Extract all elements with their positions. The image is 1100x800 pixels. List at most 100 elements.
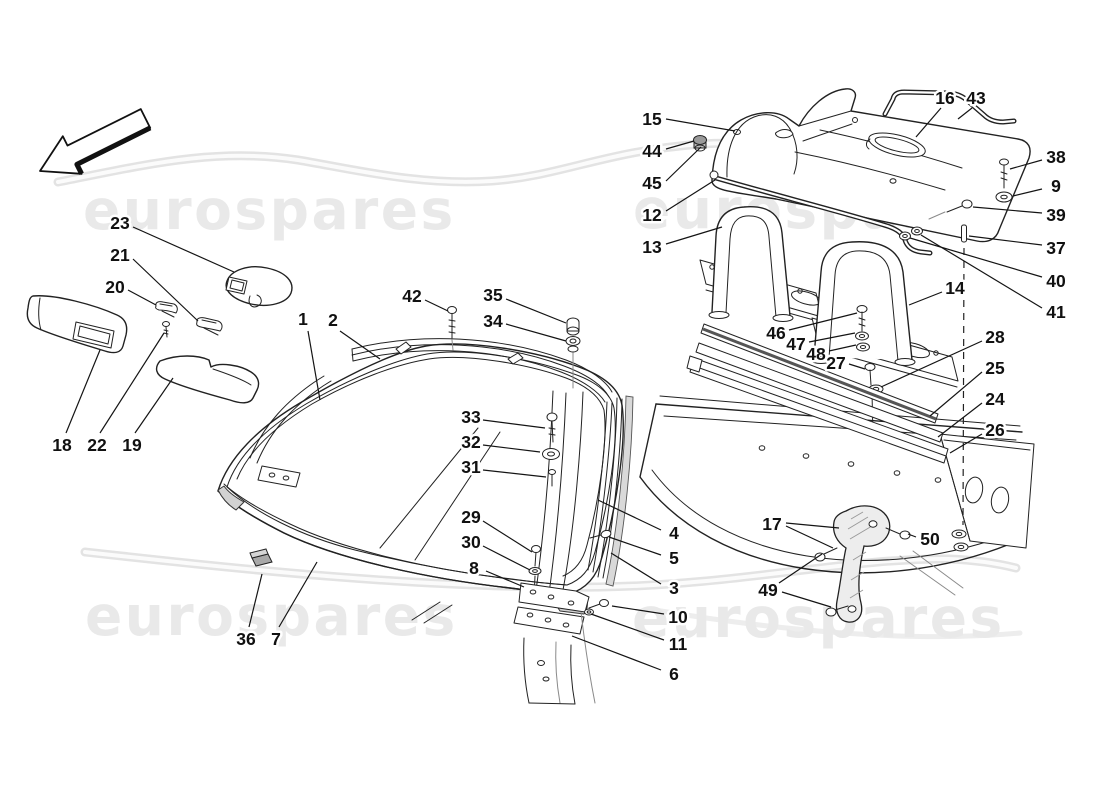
part-number-34: 34: [483, 311, 503, 331]
part-number-11: 11: [669, 634, 688, 654]
grommet-32: [542, 448, 560, 460]
sun-visor-right: [155, 355, 260, 404]
watermark-text: eurospares: [85, 584, 458, 648]
cover-vent-slot: [775, 129, 794, 139]
leader-line-14: [908, 291, 943, 306]
leader-line-8: [485, 570, 525, 588]
corner-cap-left: [217, 485, 245, 511]
leader-line-26: [949, 433, 983, 454]
part-number-44: 44: [642, 141, 662, 161]
leader-line-6: [571, 635, 662, 671]
leader-line-31: [482, 469, 547, 478]
leader-line-38: [1009, 159, 1043, 170]
leader-line-37: [968, 235, 1043, 246]
leader-line-33: [482, 419, 546, 429]
leader-line-18: [65, 349, 101, 434]
part-number-10: 10: [668, 607, 688, 627]
leader-line-39: [972, 206, 1043, 214]
roll-bar-hoop-right: [813, 241, 913, 361]
leader-line-47: [808, 332, 856, 343]
press-stud-44: [693, 135, 707, 152]
part-number-41: 41: [1046, 302, 1066, 322]
part-number-46: 46: [766, 323, 786, 343]
leader-line-45: [665, 146, 702, 182]
screw-10: [588, 599, 609, 609]
part-number-3: 3: [669, 578, 679, 598]
part-number-28: 28: [985, 327, 1005, 347]
part-number-47: 47: [786, 334, 805, 354]
latch-hook: [507, 352, 524, 365]
part-number-31: 31: [461, 457, 481, 477]
pillar-trims: [249, 375, 332, 488]
interior-trim-parts: [26, 266, 293, 404]
rear-view-mirror: [225, 266, 293, 308]
trim-bar-12: [709, 170, 933, 256]
part-number-2: 2: [328, 310, 338, 330]
part-number-5: 5: [669, 548, 679, 568]
leader-line-36: [248, 573, 263, 628]
part-number-18: 18: [52, 435, 72, 455]
roll-bar-screw-46: [856, 305, 868, 332]
part-number-45: 45: [642, 173, 662, 193]
seal-16: [866, 132, 926, 158]
leader-line-13: [665, 226, 723, 245]
screw-5: [589, 529, 612, 539]
leader-line-35: [505, 298, 567, 324]
watermark-text: eurospares: [632, 586, 1005, 650]
screw-29: [531, 545, 541, 567]
leader-line-16: [915, 107, 942, 138]
leader-line-27: [848, 363, 866, 370]
side-seal-strips: [587, 395, 634, 587]
leader-line-3: [610, 552, 662, 585]
part-number-6: 6: [669, 664, 679, 684]
seal-strip-gray: [605, 395, 634, 587]
part-number-20: 20: [105, 277, 125, 297]
visor-clip-a: [155, 301, 178, 318]
leader-line-5: [608, 536, 662, 556]
leader-line-15: [665, 118, 736, 132]
leader-line-43: [957, 107, 973, 120]
leader-line-49: [778, 553, 823, 584]
gasket-tube-43: [882, 89, 1017, 125]
part-number-13: 13: [642, 237, 662, 257]
roll-bar-hoop-left: [711, 206, 791, 317]
visor-clip-b: [196, 317, 223, 336]
sun-visor-left: [26, 295, 128, 354]
washer-47: [855, 331, 869, 341]
body-post: [523, 611, 596, 705]
part-number-8: 8: [469, 558, 479, 578]
strip-24: [695, 342, 944, 443]
part-number-29: 29: [461, 507, 481, 527]
part-number-15: 15: [642, 109, 662, 129]
part-number-21: 21: [110, 245, 130, 265]
part-number-9: 9: [1051, 176, 1061, 196]
roll-bar-cover: [693, 88, 1031, 243]
part-number-4: 4: [669, 523, 679, 543]
part-number-19: 19: [122, 435, 142, 455]
screw-50: [885, 527, 911, 540]
leader-line-49: [781, 591, 832, 608]
leader-line-1: [307, 330, 321, 401]
post-screw-33: [546, 412, 558, 443]
leader-line-29: [482, 520, 533, 553]
leader-line-11: [590, 613, 665, 641]
leader-line-41: [920, 234, 1043, 309]
screw-31: [548, 469, 556, 487]
sill-strips: [686, 323, 949, 464]
part-number-39: 39: [1046, 205, 1066, 225]
part-number-49: 49: [758, 580, 778, 600]
direction-arrow: [39, 108, 152, 175]
leader-line-24: [937, 402, 983, 438]
bar-end-hook: [709, 170, 719, 180]
part-number-23: 23: [110, 213, 130, 233]
leader-line-48: [828, 344, 857, 352]
washer-41: [911, 226, 923, 236]
screw-42: [447, 306, 457, 351]
leader-line-32: [482, 444, 541, 453]
part-number-48: 48: [806, 344, 826, 364]
leader-line-21: [132, 258, 199, 322]
cover-hole-15: [733, 129, 741, 135]
leader-line-20: [127, 289, 157, 306]
